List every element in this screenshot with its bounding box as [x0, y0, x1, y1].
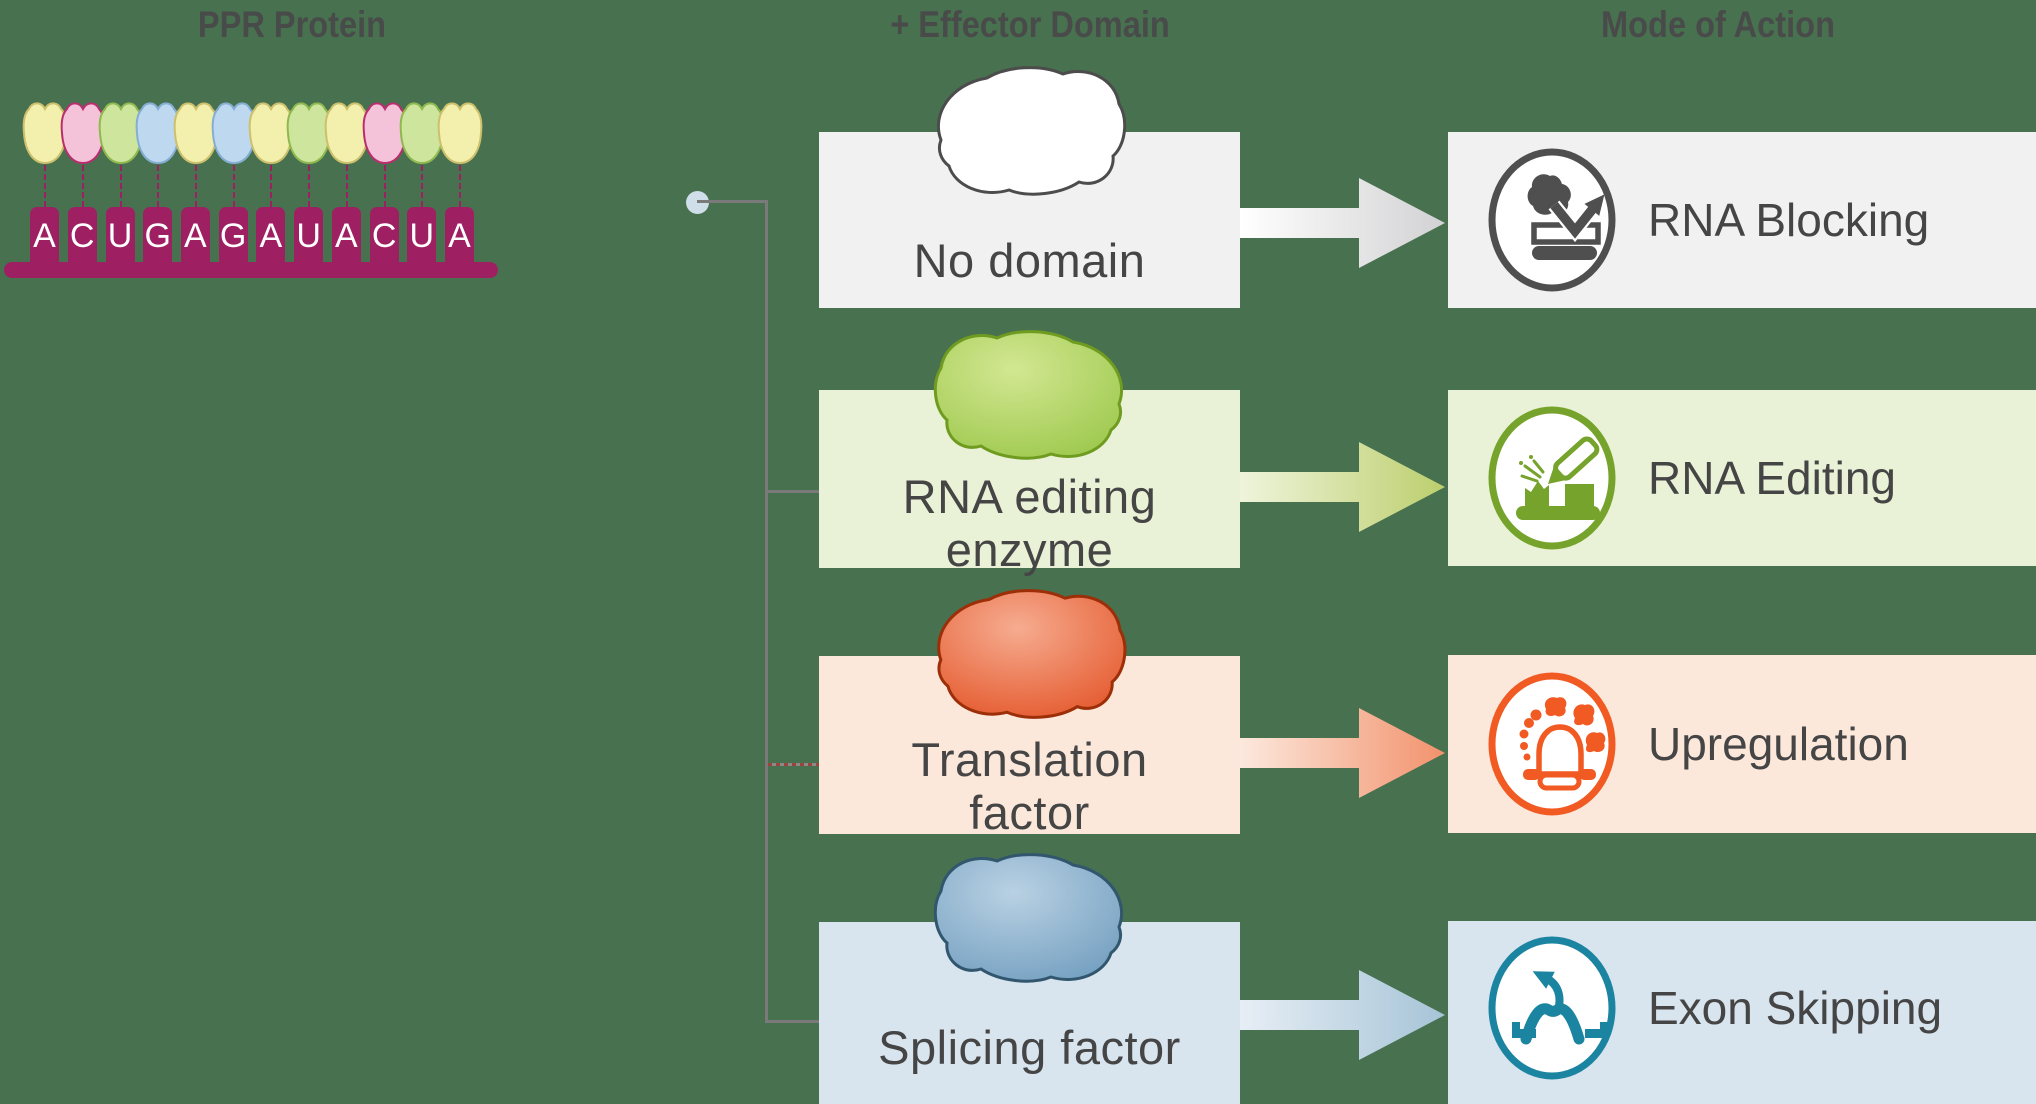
- rna-base-letter: A: [448, 217, 471, 255]
- column-header-mode-of-action: Mode of Action: [1601, 4, 1835, 45]
- rna-base: U: [407, 207, 437, 263]
- effector-label-splicing-factor: Splicing factor: [878, 1021, 1181, 1074]
- ppr-motif-blob: [135, 102, 181, 165]
- rna-base: A: [256, 207, 286, 263]
- rna-base-letter: C: [371, 217, 397, 255]
- rna-strand-bar: [4, 262, 498, 278]
- rna-base-letter: A: [33, 217, 56, 255]
- translation-factor-blob: [937, 589, 1127, 719]
- ppr-repeat: G: [134, 99, 182, 264]
- mode-label-upregulation: Upregulation: [1648, 718, 1909, 770]
- rna-base: G: [218, 207, 248, 263]
- ppr-repeat: U: [285, 99, 333, 264]
- rna-base-letter: U: [296, 217, 321, 255]
- binding-link-line: [270, 165, 273, 207]
- binding-link-line: [157, 165, 160, 207]
- binding-link-line: [459, 165, 461, 207]
- ppr-repeat: U: [398, 99, 446, 264]
- rna-base: A: [331, 207, 361, 263]
- rna-editing-icon: [1488, 406, 1616, 550]
- ppr-motif-blob: [399, 102, 445, 165]
- rna-base-letter: G: [219, 217, 247, 255]
- rna-base: U: [105, 207, 135, 263]
- ppr-repeat: A: [172, 99, 220, 264]
- no-domain-blob: [936, 66, 1127, 196]
- rna-base: A: [180, 207, 210, 263]
- exon-skipping-icon: [1488, 936, 1616, 1080]
- rna-base-letter: G: [144, 217, 171, 255]
- binding-link-line: [232, 165, 235, 207]
- ppr-repeat: G: [210, 99, 258, 264]
- ppr-repeat: A: [436, 99, 484, 264]
- ppr-motif-blob: [437, 102, 483, 165]
- rna-base-letter: U: [409, 217, 435, 255]
- ppr-motif-blob: [98, 102, 143, 165]
- effector-label-no-domain: No domain: [913, 234, 1146, 287]
- ppr-motif-blob: [362, 102, 407, 165]
- ppr-motif-blob: [211, 102, 256, 165]
- binding-link-line: [119, 165, 122, 207]
- binding-link-line: [194, 165, 197, 207]
- rna-base: G: [143, 207, 173, 263]
- ppr-repeat: C: [361, 99, 409, 264]
- rna-base-letter: A: [334, 217, 358, 255]
- splicing-factor-blob: [933, 853, 1124, 983]
- binding-link-line: [421, 165, 424, 207]
- column-header-effector-domain: + Effector Domain: [890, 4, 1170, 45]
- connector-branch-splicing: [765, 1020, 822, 1023]
- mode-label-rna-editing: RNA Editing: [1648, 452, 1897, 504]
- binding-link-line: [81, 165, 84, 207]
- ppr-motif-blob: [249, 102, 294, 165]
- ppr-protein-graphic: A C U G A G A U A C U: [0, 99, 700, 269]
- mode-label-exon-skipping: Exon Skipping: [1648, 982, 1943, 1034]
- ppr-repeat: U: [97, 99, 145, 264]
- connector-branch-translation: [768, 763, 819, 766]
- connector-branch-rna-editing: [765, 490, 819, 493]
- binding-link-line: [345, 165, 348, 207]
- rna-base-letter: U: [107, 217, 133, 255]
- ppr-motif-blob: [60, 102, 106, 165]
- rna-base: C: [369, 207, 399, 263]
- ppr-motif-blob: [22, 102, 68, 165]
- rna-base: A: [445, 207, 474, 263]
- rna-editing-enzyme-blob: [933, 330, 1124, 460]
- arrow-translation-factor-to-upregulation: [1240, 708, 1445, 798]
- rna-base: C: [67, 207, 97, 263]
- binding-link-line: [308, 165, 311, 207]
- ppr-repeat: A: [323, 99, 371, 264]
- ppr-motif-blob: [286, 102, 332, 165]
- rna-base: A: [30, 207, 59, 263]
- binding-link-line: [44, 165, 46, 207]
- mode-label-rna-blocking: RNA Blocking: [1648, 194, 1930, 246]
- arrow-rna-editing-enzyme-to-rna-editing: [1240, 442, 1445, 532]
- rna-blocking-icon: [1488, 148, 1616, 292]
- ppr-repeat: C: [59, 99, 107, 264]
- upregulation-icon: [1488, 672, 1616, 816]
- rna-base-letter: A: [259, 217, 283, 255]
- ppr-motif-blob: [173, 102, 219, 165]
- arrow-no-domain-to-rna-blocking: [1240, 178, 1445, 268]
- rna-base: U: [294, 207, 324, 263]
- rna-base-letter: A: [184, 217, 207, 255]
- arrow-splicing-factor-to-exon-skipping: [1240, 970, 1445, 1060]
- rna-base-letter: C: [69, 217, 95, 255]
- ppr-repeat: A: [21, 99, 69, 264]
- binding-link-line: [383, 165, 386, 207]
- connector-line-vertical: [765, 200, 768, 1023]
- connector-line-horizontal: [697, 200, 768, 203]
- column-header-ppr-protein: PPR Protein: [197, 4, 387, 45]
- ppr-repeat: A: [247, 99, 295, 264]
- ppr-motif-blob: [324, 102, 370, 165]
